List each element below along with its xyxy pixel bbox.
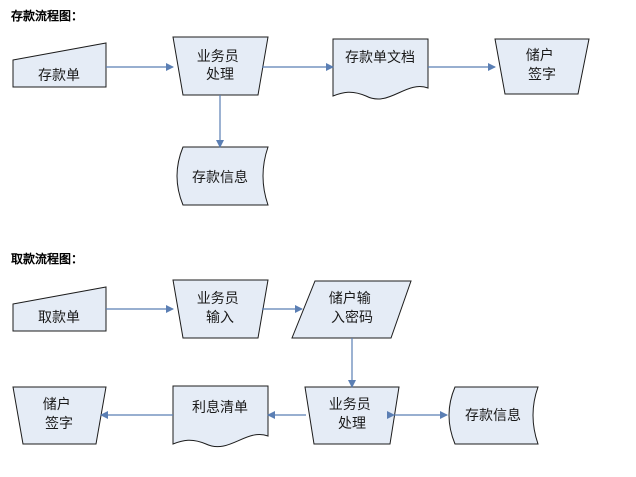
withdraw-customer-sign-line-2: 签字 bbox=[45, 415, 73, 432]
svg-text:储户 签字: 储户 签字 bbox=[43, 396, 75, 432]
deposit-flow-title: 存款流程图： bbox=[11, 9, 84, 23]
withdraw-clerk-input-node: 业务员 输入 bbox=[172, 279, 269, 339]
deposit-clerk-process-line-2: 处理 bbox=[206, 67, 234, 83]
deposit-clerk-process-line-1: 业务员 bbox=[197, 49, 239, 65]
withdraw-password-line-2: 入密码 bbox=[331, 309, 373, 326]
svg-text:业务员 处理: 业务员 处理 bbox=[329, 397, 375, 432]
withdraw-info-label: 存款信息 bbox=[465, 407, 521, 424]
svg-text:储户 签字: 储户 签字 bbox=[526, 47, 558, 83]
withdraw-customer-sign-line-1: 储户 bbox=[43, 396, 71, 413]
withdraw-password-line-1: 储户输 bbox=[329, 290, 371, 307]
deposit-clerk-process-node: 业务员 处理 bbox=[172, 36, 269, 96]
svg-text:业务员 输入: 业务员 输入 bbox=[197, 291, 243, 326]
withdraw-statement-label: 利息清单 bbox=[192, 399, 248, 416]
withdraw-clerk-process-line-2: 处理 bbox=[338, 416, 366, 432]
deposit-customer-sign-line-1: 储户 bbox=[526, 47, 554, 64]
svg-text:储户输 入密码: 储户输 入密码 bbox=[329, 290, 375, 326]
withdraw-password-input-node: 储户输 入密码 bbox=[291, 280, 412, 339]
deposit-document-node: 存款单文档 bbox=[332, 38, 429, 100]
deposit-document-label: 存款单文档 bbox=[345, 50, 415, 66]
withdraw-customer-sign-node: 储户 签字 bbox=[12, 386, 107, 445]
withdraw-slip-label: 取款单 bbox=[38, 310, 80, 326]
withdraw-clerk-input-line-2: 输入 bbox=[206, 310, 234, 326]
deposit-slip-label: 存款单 bbox=[38, 68, 80, 84]
deposit-slip-node: 存款单 bbox=[12, 42, 107, 88]
withdraw-info-storage-node: 存款信息 bbox=[448, 386, 539, 445]
withdraw-slip-node: 取款单 bbox=[12, 286, 107, 332]
withdraw-statement-document-node: 利息清单 bbox=[172, 385, 269, 448]
deposit-info-storage-node: 存款信息 bbox=[176, 146, 269, 206]
deposit-info-label: 存款信息 bbox=[192, 169, 248, 186]
withdraw-clerk-input-line-1: 业务员 bbox=[197, 291, 239, 307]
withdraw-clerk-process-node: 业务员 处理 bbox=[304, 386, 400, 445]
withdraw-flow-title: 取款流程图： bbox=[11, 252, 84, 266]
svg-text:业务员 处理: 业务员 处理 bbox=[197, 49, 243, 83]
deposit-customer-sign-line-2: 签字 bbox=[528, 66, 556, 83]
withdraw-clerk-process-line-1: 业务员 bbox=[329, 397, 371, 413]
deposit-customer-sign-node: 储户 签字 bbox=[494, 38, 590, 95]
